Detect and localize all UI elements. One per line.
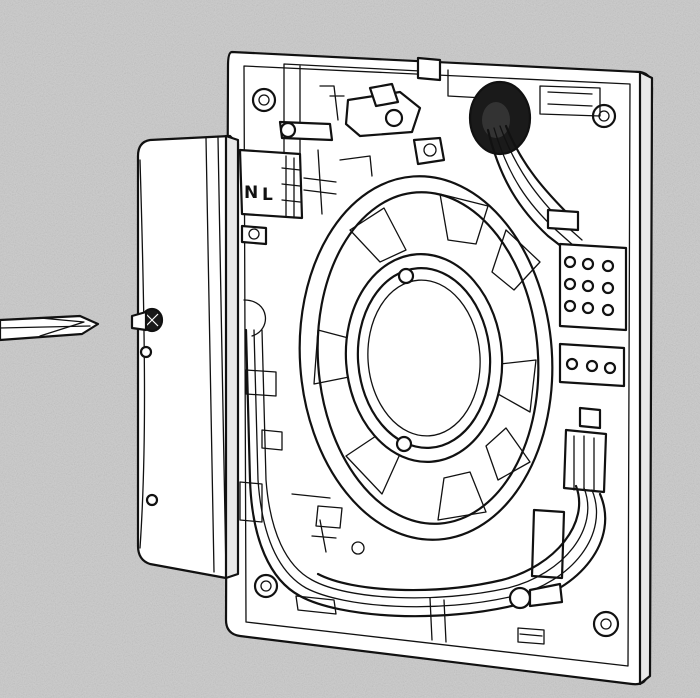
cable-grommet xyxy=(468,80,532,156)
top-latch-assembly xyxy=(278,82,446,177)
fan-blades xyxy=(313,193,541,521)
front-cover xyxy=(136,134,240,580)
screwdriver xyxy=(0,314,100,342)
motor-hub xyxy=(344,253,504,463)
bottom-bracket xyxy=(295,519,564,645)
lower-connector xyxy=(530,406,608,580)
corner-screw-top-left xyxy=(251,87,277,113)
nl-terminal-block: N L xyxy=(238,148,337,220)
terminal-label-l: L xyxy=(262,185,273,205)
terminal-strip xyxy=(546,208,628,388)
corner-screw-bottom-left xyxy=(253,573,279,599)
wiring-loop xyxy=(244,328,607,618)
corner-screw-bottom-right xyxy=(592,610,620,638)
cover-screw xyxy=(130,307,164,333)
left-internal-brackets xyxy=(239,224,283,523)
terminal-label-n: N xyxy=(244,183,258,203)
